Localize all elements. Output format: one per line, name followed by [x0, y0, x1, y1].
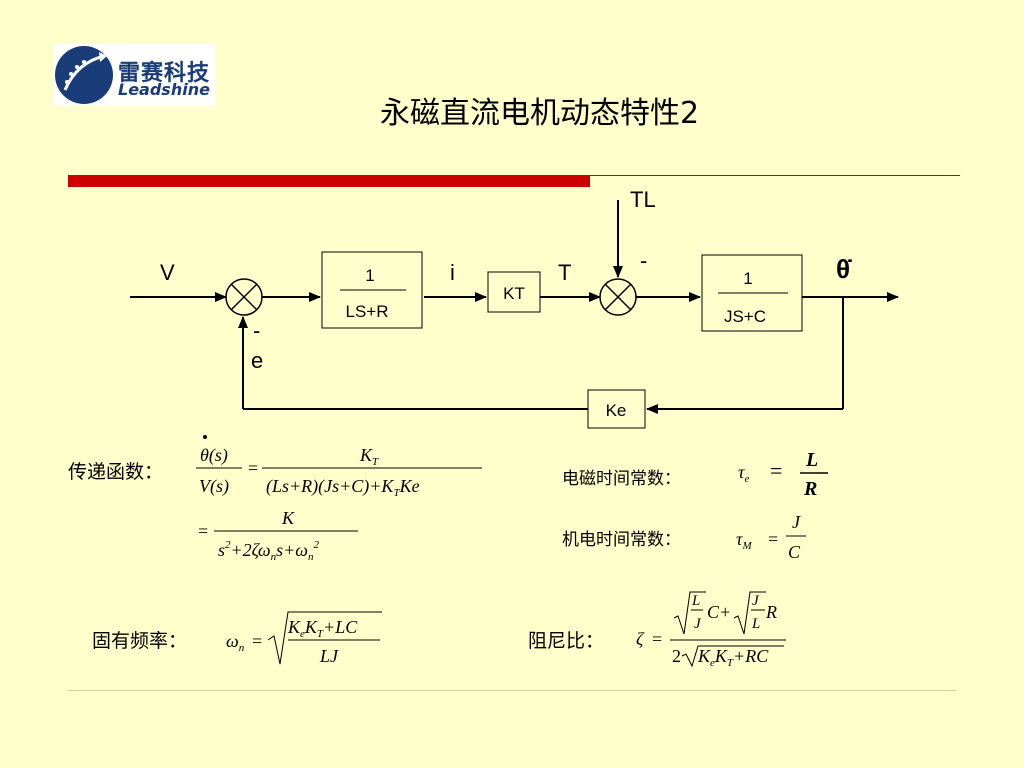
- svg-text:ζ: ζ: [636, 629, 645, 649]
- svg-text:R: R: [765, 602, 777, 622]
- output-label: θ̇: [836, 254, 852, 284]
- svg-text:=: =: [248, 458, 258, 478]
- svg-text:(Ls+R)(Js+C)+KTKe: (Ls+R)(Js+C)+KTKe: [266, 476, 420, 499]
- block-kt-label: KT: [503, 284, 525, 303]
- torque-label: T: [558, 260, 571, 285]
- svg-text:τM: τM: [736, 529, 752, 552]
- svg-text:J: J: [752, 593, 760, 609]
- load-torque-label: TL: [630, 187, 656, 212]
- electric-time-constant-formula: τe = L R: [738, 449, 828, 500]
- summing-junction-2: [599, 278, 637, 316]
- svg-text:=: =: [770, 458, 782, 483]
- summing-junction-1: [225, 278, 263, 316]
- svg-text:ωn: ωn: [226, 631, 245, 654]
- bottom-rule: [68, 690, 956, 691]
- svg-text:KT: KT: [359, 445, 379, 468]
- block-kt: [487, 271, 541, 313]
- svg-text:s2+2ζωns+ωn2: s2+2ζωns+ωn2: [218, 539, 320, 563]
- svg-text:=: =: [768, 529, 778, 549]
- svg-text:J: J: [792, 512, 801, 532]
- svg-text:KeKT+LC: KeKT+LC: [287, 617, 358, 640]
- svg-text:=: =: [252, 631, 262, 651]
- input-label: V: [160, 260, 175, 285]
- svg-text:R: R: [803, 478, 817, 500]
- title-divider-thick: [68, 175, 590, 187]
- block2-numerator: 1: [743, 269, 752, 288]
- svg-text:=: =: [652, 629, 662, 649]
- svg-text:C+: C+: [707, 602, 731, 622]
- page-title: 永磁直流电机动态特性2: [380, 96, 700, 131]
- feedback-minus-sign: -: [253, 318, 260, 343]
- load-minus-sign: -: [640, 248, 647, 273]
- mech-time-constant-formula: τM = J C: [736, 512, 806, 562]
- svg-text:=: =: [198, 521, 208, 541]
- svg-text:θ(s): θ(s): [200, 445, 228, 466]
- svg-text:L: L: [691, 593, 700, 609]
- transfer-function-formula-2: = K s2+2ζωns+ωn2: [198, 508, 358, 563]
- electric-time-constant-label: 电磁时间常数：: [562, 469, 681, 489]
- block2-denominator: JS+C: [724, 307, 766, 326]
- feedback-signal-label: e: [251, 348, 263, 373]
- transfer-function-label: 传递函数：: [68, 461, 163, 483]
- svg-text:KeKT+RC: KeKT+RC: [697, 646, 769, 669]
- mech-time-constant-label: 机电时间常数：: [562, 530, 681, 550]
- svg-text:K: K: [281, 508, 295, 528]
- current-label: i: [450, 260, 455, 285]
- svg-text:τe: τe: [738, 462, 749, 485]
- block-2-mechanical: [701, 254, 803, 332]
- block-ke-label: Ke: [606, 401, 627, 420]
- svg-text:V(s): V(s): [199, 476, 229, 497]
- svg-text:L: L: [751, 616, 760, 632]
- block-1-electrical: [321, 251, 423, 329]
- block1-numerator: 1: [365, 266, 374, 285]
- natural-frequency-label: 固有频率：: [92, 630, 187, 652]
- natural-frequency-formula: ωn = KeKT+LC LJ: [226, 611, 382, 666]
- title-divider-thin: [590, 175, 960, 176]
- svg-text:2: 2: [672, 646, 681, 666]
- block1-denominator: LS+R: [346, 302, 389, 321]
- damping-ratio-formula: ζ = L J C+ J L R 2 KeKT+RC: [636, 591, 786, 669]
- transfer-function-formula: θ(s) V(s) = KT (Ls+R)(Js+C)+KTKe: [196, 435, 482, 499]
- svg-text:J: J: [694, 616, 702, 632]
- block-ke: [587, 389, 646, 429]
- logo-chinese-text: 雷赛科技: [118, 61, 211, 86]
- leadshine-logo-icon: [55, 46, 113, 104]
- svg-text:C: C: [788, 542, 801, 562]
- logo-english-text: Leadshine: [118, 80, 210, 99]
- damping-ratio-label: 阻尼比：: [528, 630, 604, 652]
- svg-text:L: L: [805, 449, 818, 471]
- logo: [53, 44, 215, 106]
- svg-text:LJ: LJ: [319, 646, 339, 666]
